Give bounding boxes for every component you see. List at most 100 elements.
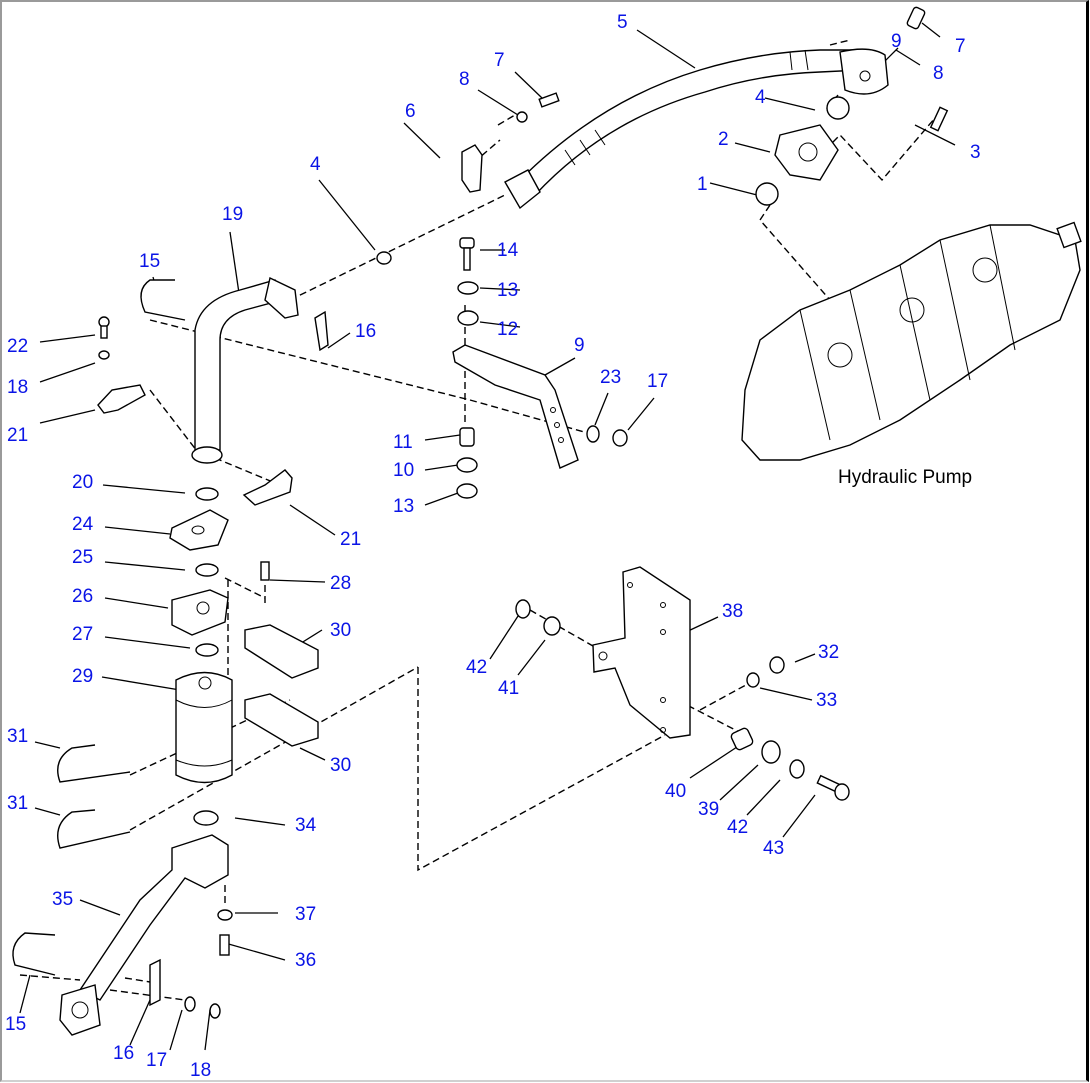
part-oring-1[interactable]: [755, 182, 779, 206]
callout-18: 17: [647, 371, 668, 392]
part-nut-18[interactable]: [209, 429, 628, 1019]
callout-27: 27: [72, 624, 93, 645]
callout-21: 21: [340, 529, 361, 550]
callout-42: 42: [727, 817, 748, 838]
callout-8: 8: [459, 69, 470, 90]
part-washer-37[interactable]: [217, 909, 233, 921]
part-u-bolt-31[interactable]: [57, 744, 131, 849]
part-oring-20[interactable]: [195, 487, 219, 501]
part-bolt-36[interactable]: [219, 934, 230, 956]
callout-6: 6: [405, 101, 416, 122]
part-washer-42[interactable]: [515, 599, 805, 779]
callout-11: 11: [393, 432, 413, 453]
callout-7: 7: [494, 50, 505, 71]
leader-lines: [19, 22, 956, 1051]
callout-18: 18: [190, 1060, 211, 1081]
part-nut-32[interactable]: [769, 656, 785, 674]
part-bolt-22[interactable]: [98, 316, 110, 339]
callout-15: 15: [139, 251, 160, 272]
callout-9: 9: [891, 31, 902, 52]
part-spacer-11[interactable]: [459, 427, 475, 447]
callout-16: 16: [113, 1043, 134, 1064]
callout-22: 22: [7, 336, 28, 357]
callout-14: 14: [497, 240, 519, 261]
part-pipe-19[interactable]: [191, 276, 299, 464]
part-oring-25[interactable]: [195, 563, 219, 577]
callout-31: 31: [7, 726, 28, 747]
part-washer-13[interactable]: [456, 281, 479, 499]
callout-10: 10: [393, 460, 414, 481]
part-bracket-30[interactable]: [244, 624, 319, 747]
callout-17: 17: [146, 1050, 167, 1071]
part-bolt-3[interactable]: [929, 106, 949, 132]
hydraulic-pump-caption: Hydraulic Pump: [838, 467, 972, 488]
callout-37: 37: [295, 904, 316, 925]
part-bracket-9[interactable]: [452, 344, 579, 469]
part-oring-34[interactable]: [193, 810, 219, 826]
callout-41: 41: [498, 678, 519, 699]
callout-17: 23: [600, 367, 621, 388]
part-bolt-14[interactable]: [459, 237, 475, 271]
callout-4: 4: [310, 154, 321, 175]
part-u-bolt-15-lower[interactable]: [12, 932, 56, 976]
callout-26: 26: [72, 586, 93, 607]
callout-labels: 5 7 8 9 7 8 6 4 4 2 3 1 19 14 13 12 15 1…: [5, 12, 981, 1081]
callout-9: 9: [574, 335, 585, 356]
callout-21: 21: [7, 425, 28, 446]
callout-5: 5: [617, 12, 628, 33]
part-bracket-16[interactable]: [149, 310, 329, 1007]
part-spacer-40[interactable]: [730, 727, 754, 751]
callout-30: 30: [330, 620, 351, 641]
part-filter-29[interactable]: [175, 671, 233, 784]
part-flange-2[interactable]: [774, 124, 839, 181]
callout-34: 34: [295, 815, 317, 836]
callout-4: 4: [755, 87, 766, 108]
callout-28: 28: [330, 573, 351, 594]
callout-24: 24: [72, 514, 94, 535]
part-head-26[interactable]: [171, 589, 229, 636]
part-oring-27[interactable]: [195, 643, 219, 657]
part-bushing-39[interactable]: [761, 740, 781, 764]
part-washer-33[interactable]: [746, 672, 760, 688]
part-bolt-43[interactable]: [816, 774, 850, 801]
part-nut-41[interactable]: [543, 616, 561, 636]
part-u-bolt-15[interactable]: [140, 279, 186, 321]
callout-33: 33: [816, 690, 837, 711]
part-pipe-35[interactable]: [59, 834, 229, 1036]
callout-42: 42: [466, 657, 487, 678]
callout-39: 39: [698, 799, 719, 820]
callout-12: 12: [497, 319, 518, 340]
callout-32: 32: [818, 642, 839, 663]
callout-7: 7: [955, 36, 966, 57]
part-oring-4[interactable]: [376, 96, 850, 265]
part-bolt-28[interactable]: [260, 561, 270, 581]
part-clamp-21[interactable]: [97, 384, 293, 506]
part-collar-10[interactable]: [456, 457, 478, 473]
part-bracket-plate-38[interactable]: [592, 566, 691, 739]
callout-15: 15: [5, 1014, 26, 1035]
part-split-flange-6[interactable]: [461, 144, 483, 193]
callout-40: 40: [665, 781, 686, 802]
callout-38: 38: [722, 601, 743, 622]
callout-30: 30: [330, 755, 351, 776]
callout-31: 31: [7, 793, 28, 814]
callout-2: 2: [718, 129, 729, 150]
callout-20: 20: [72, 472, 93, 493]
callout-13: 13: [497, 280, 518, 301]
part-elbow-flange[interactable]: [839, 48, 889, 95]
part-washer-8[interactable]: [516, 111, 528, 123]
callout-19: 19: [222, 204, 243, 225]
part-plate-24[interactable]: [169, 509, 229, 551]
callout-36: 36: [295, 950, 316, 971]
callout-35: 35: [52, 889, 73, 910]
callout-1: 1: [697, 174, 708, 195]
callout-25: 25: [72, 547, 93, 568]
part-washer-23[interactable]: [98, 350, 110, 360]
hydraulic-pump[interactable]: [741, 221, 1082, 461]
callout-29: 29: [72, 666, 93, 687]
callout-23: 18: [7, 377, 28, 398]
part-bolt-7[interactable]: [538, 6, 926, 108]
part-washer-12[interactable]: [457, 310, 479, 326]
part-washer-17[interactable]: [184, 425, 600, 1012]
